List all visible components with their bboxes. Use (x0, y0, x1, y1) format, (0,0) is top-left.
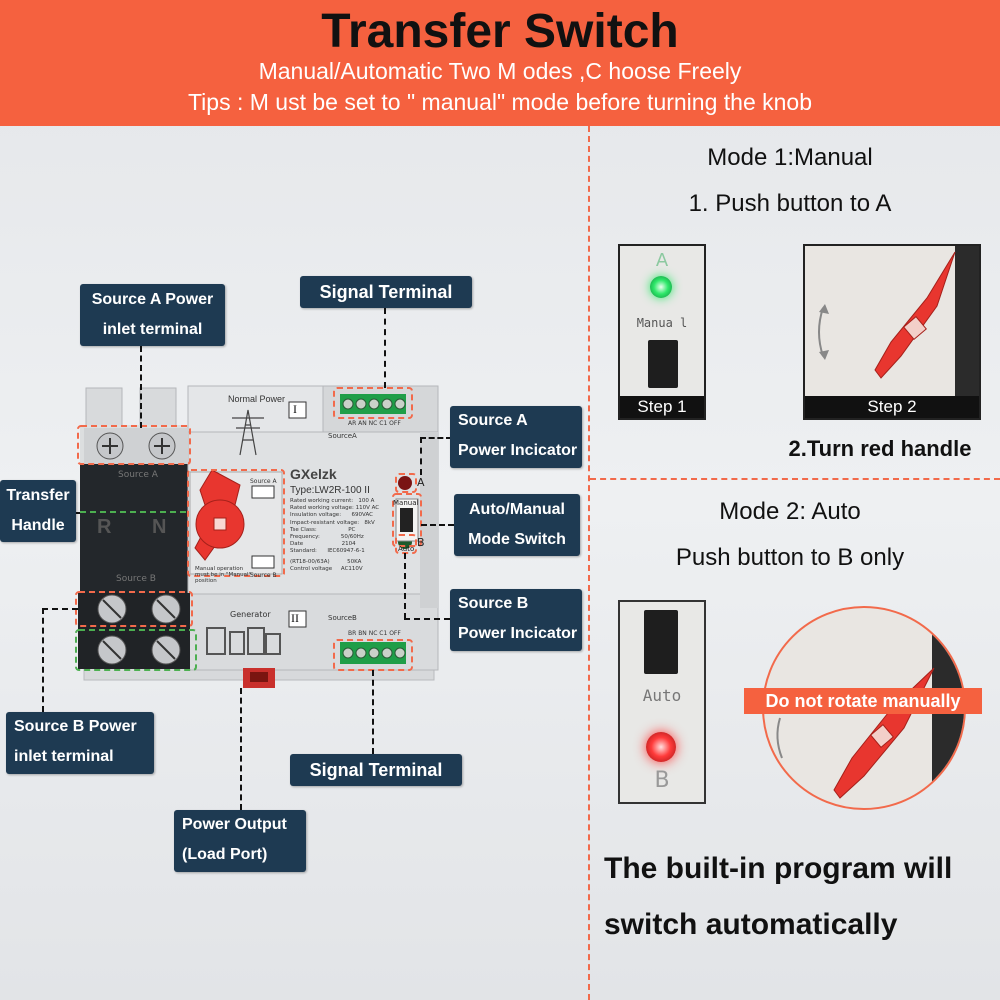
mode2-footer-line2: switch automatically (604, 908, 898, 941)
callout-text: Power Incicator (458, 442, 578, 459)
step2-tag: Step 2 (805, 396, 979, 418)
spec-list: Rated working current: 100 A Rated worki… (290, 498, 390, 573)
page-title: Transfer Switch (321, 5, 679, 58)
strip-source-a: Source A (118, 470, 158, 480)
spec-line: Rated working voltage: 110V AC (290, 505, 380, 512)
leader-line (420, 437, 452, 439)
transfer-switch-device (75, 385, 439, 688)
callout-source-a-indicator: Source A Power Incicator (450, 406, 582, 468)
callout-text: Source B Power (14, 718, 137, 735)
section-divider-vertical (588, 126, 590, 1000)
header-banner: Transfer Switch Manual/Automatic Two M o… (0, 0, 1000, 126)
panel-letter-a: A (655, 250, 669, 271)
pole-r: R (97, 516, 112, 538)
leader-line (420, 437, 422, 475)
leader-line (240, 688, 242, 810)
mode-switch-slider (644, 610, 678, 674)
callout-auto-manual-switch: Auto/Manual Mode Switch (454, 494, 580, 556)
mode1-title: Mode 1:Manual (707, 144, 873, 171)
mode2-auto-panel: Auto B (618, 600, 706, 804)
callout-text: Signal Terminal (309, 760, 443, 780)
callout-source-b-indicator: Source B Power Incicator (450, 589, 582, 651)
source-a-tag: SourceA (328, 432, 357, 440)
leader-line (404, 553, 406, 619)
red-led-icon (646, 732, 676, 762)
mode2-footer-line1: The built-in program will (604, 852, 953, 885)
leader-line (372, 670, 374, 754)
pole-n: N (152, 516, 167, 538)
callout-source-a-inlet: Source A Power inlet terminal (80, 284, 225, 346)
step1-tag: Step 1 (620, 396, 704, 418)
mode1-step1-panel: A Manua l Step 1 (618, 244, 706, 420)
leader-line (140, 346, 142, 428)
warning-text: Do not rotate manually (765, 690, 961, 711)
top-terminal-labels: AR AN NC C1 OFF (348, 420, 401, 427)
callout-source-b-inlet: Source B Power inlet terminal (6, 712, 154, 774)
indicator-a-letter: A (417, 476, 425, 489)
callout-text: Auto/Manual (469, 501, 565, 518)
callout-text: Power Output (182, 816, 287, 833)
strip-source-b: Source B (116, 574, 156, 584)
mode2-title: Mode 2: Auto (719, 498, 861, 525)
leader-line (404, 618, 450, 620)
window-b-label: Source B (250, 572, 277, 579)
roman-two: II (291, 611, 299, 625)
normal-power-text: Normal Power (228, 394, 286, 404)
panel-letter-b: B (654, 768, 670, 793)
callout-text: Mode Switch (468, 531, 566, 548)
mode2-step-text: Push button to B only (675, 544, 905, 571)
green-led-icon (650, 276, 672, 298)
spec-line: Date 2104 (290, 541, 356, 548)
manual-operation-note: Manual operation must be in "Manual" pos… (195, 566, 252, 584)
spec-line: Tse Class: PC (290, 526, 356, 533)
spec-line: (RT18-00/63A) 50KA (290, 558, 362, 565)
window-a-label: Source A (250, 478, 277, 485)
callout-transfer-handle: Transfer Handle (0, 480, 76, 542)
callout-text: Transfer (6, 487, 70, 504)
leader-line (421, 524, 454, 526)
generator-text: Generator (230, 610, 271, 619)
callout-signal-terminal-bottom: Signal Terminal (290, 754, 462, 786)
spec-line: Rated working current: 100 A (290, 498, 375, 504)
spec-line: Insulation voltage: 690VAC (290, 512, 373, 519)
switch-manual-text: Manual (393, 499, 419, 507)
panel-auto-label: Auto (642, 686, 682, 705)
callout-power-output: Power Output (Load Port) (174, 810, 306, 872)
mode1-caption: 2.Turn red handle (788, 436, 972, 461)
spec-line: Control voltage AC110V (290, 565, 363, 572)
red-handle-graphic (818, 246, 979, 396)
source-b-tag: SourceB (328, 614, 357, 622)
callout-signal-terminal-top: Signal Terminal (300, 276, 472, 308)
callout-text: inlet terminal (102, 321, 203, 338)
spec-line: Frequency: 50/60Hz (290, 534, 364, 541)
panel-manual-label: Manua l (636, 316, 688, 330)
callout-text: Source A Power (91, 291, 214, 308)
device-type: Type:LW2R-100 II (290, 485, 370, 496)
mode1-step-text: 1. Push button to A (688, 190, 892, 217)
callout-text: Source A (458, 412, 528, 429)
callout-text: inlet terminal (14, 748, 114, 765)
mode1-step2-panel: Step 2 (803, 244, 981, 420)
warning-banner: Do not rotate manually (744, 688, 982, 714)
callout-text: Handle (11, 517, 65, 534)
header-tips: Tips : M ust be set to " manual" mode be… (187, 89, 813, 115)
header-subtitle: Manual/Automatic Two M odes ,C hoose Fre… (258, 58, 742, 84)
leader-line (384, 308, 386, 388)
callout-text: Source B (458, 595, 529, 612)
spec-line: Standard: IEC60947-6-1 (290, 548, 365, 555)
spec-line: Impact-resistant voltage: 8kV (290, 519, 375, 526)
brand-logo: GXelzk (290, 466, 337, 482)
roman-one: I (293, 402, 297, 416)
leader-line (76, 512, 80, 514)
bottom-terminal-labels: BR BN NC C1 OFF (348, 630, 401, 637)
switch-auto-text: Auto (398, 545, 415, 553)
mode-switch-slider (648, 340, 678, 388)
indicator-b-letter: B (417, 536, 425, 549)
callout-text: Signal Terminal (319, 282, 453, 302)
section-divider-horizontal (590, 478, 1000, 480)
callout-text: Power Incicator (458, 625, 578, 642)
callout-text: (Load Port) (182, 846, 268, 863)
leader-line (42, 608, 44, 712)
leader-line (42, 608, 78, 610)
